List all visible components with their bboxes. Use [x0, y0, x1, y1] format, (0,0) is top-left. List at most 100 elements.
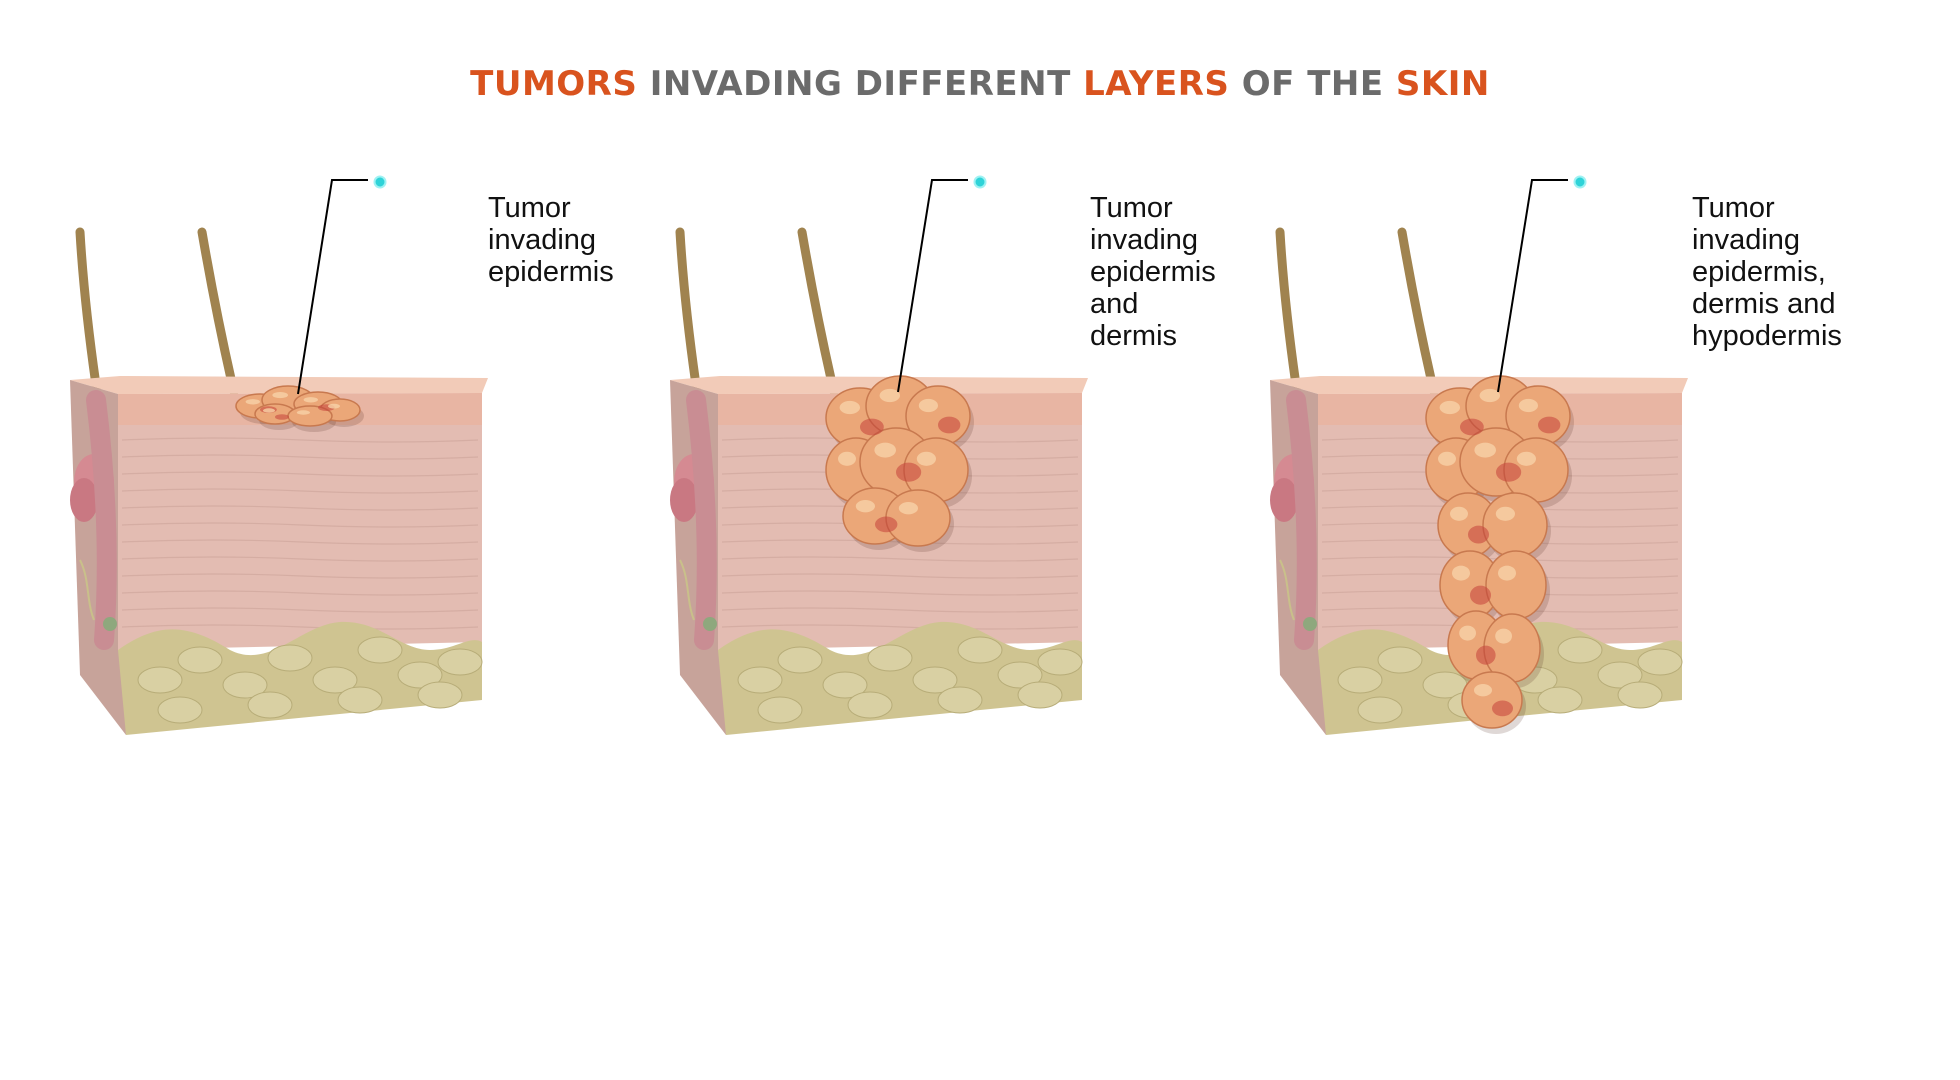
fat-cell	[1617, 681, 1663, 709]
fat-cell	[337, 686, 383, 714]
tumor-label-line: Tumor	[488, 192, 571, 224]
fat-cell	[1037, 648, 1083, 676]
sweat-gland	[703, 617, 717, 631]
title-word-of-the: OF THE	[1229, 64, 1396, 104]
dermis-texture	[121, 488, 479, 494]
tumor-highlight	[918, 398, 938, 413]
skin-panel-dermis: Tumor invading epidermis and dermis	[670, 175, 1270, 940]
tumor-label-line: Tumor	[1090, 192, 1173, 224]
tumor-highlight	[838, 451, 856, 466]
label-marker-dot	[1573, 175, 1587, 189]
tumor-vessel	[1496, 462, 1522, 482]
tumor-lobe	[1485, 550, 1547, 620]
hair-shaft	[1397, 227, 1439, 397]
hair-shaft	[197, 227, 239, 397]
sweat-gland	[1303, 617, 1317, 631]
fat-cell	[1357, 696, 1403, 724]
fat-cell	[397, 661, 443, 689]
fat-cell	[417, 681, 463, 709]
tumor-vessel	[938, 416, 961, 434]
tumor-label: Tumor invading epidermis	[488, 192, 614, 288]
tumor-vessel	[1470, 585, 1491, 605]
tumor-label-line: epidermis,	[1692, 256, 1826, 288]
dermis-texture	[121, 624, 479, 630]
title-word-layers: LAYERS	[1083, 64, 1230, 104]
tumor-highlight	[1459, 625, 1476, 641]
nerve-fiber	[1279, 559, 1295, 621]
tumor-highlight	[1450, 506, 1468, 521]
fat-cell	[757, 696, 803, 724]
tumor-highlight	[839, 400, 860, 415]
nerve-fiber	[679, 559, 695, 621]
label-marker-dot	[373, 175, 387, 189]
tumor-highlight	[916, 451, 936, 466]
skin-panel-epidermis: Tumor invading epidermis	[70, 175, 670, 940]
leader-line	[1497, 179, 1568, 393]
tumor-label-line: Tumor	[1692, 192, 1775, 224]
tumor-highlight	[1479, 388, 1500, 403]
fat-cell	[177, 646, 223, 674]
fat-cell	[1597, 661, 1643, 689]
dermis-layer	[118, 425, 482, 650]
dermis-texture	[721, 607, 1079, 613]
tumor-highlight	[879, 388, 900, 403]
tumor-label-line: dermis and	[1692, 288, 1836, 320]
dermis-texture	[121, 471, 479, 477]
skin-block-illustration	[1270, 175, 1688, 735]
tumor-mass	[825, 375, 974, 552]
dermis-texture	[121, 607, 479, 613]
tumor-lobe	[1482, 492, 1548, 558]
tumor-vessel	[875, 516, 898, 533]
fat-cell	[1637, 648, 1683, 676]
tumor-vessel	[1492, 700, 1513, 717]
fat-cell	[1537, 686, 1583, 714]
fat-cell	[1337, 666, 1383, 694]
hair-follicle	[1286, 390, 1317, 650]
label-marker-dot	[973, 175, 987, 189]
title-word-invading-different: INVADING DIFFERENT	[637, 64, 1084, 104]
fat-cell	[937, 686, 983, 714]
fat-cell	[1017, 681, 1063, 709]
skin-top-surface	[70, 376, 488, 394]
tumor-vessel	[1476, 645, 1496, 665]
dermis-texture	[121, 437, 479, 443]
leader-line	[897, 179, 968, 393]
tumor-highlight	[1498, 565, 1516, 581]
fat-cell	[312, 666, 358, 694]
tumor-vessel	[1538, 416, 1561, 434]
tumor-highlight	[1474, 442, 1496, 458]
tumor-label-line: dermis	[1090, 320, 1178, 352]
tumor-label-line: invading	[1692, 224, 1801, 256]
tumor-lobe	[885, 489, 951, 547]
tumor-vessel	[860, 418, 884, 436]
fat-cell	[1557, 636, 1603, 664]
tumor-highlight	[1516, 451, 1536, 466]
fat-cell	[357, 636, 403, 664]
dermis-texture	[121, 454, 479, 460]
tumor-highlight	[855, 500, 875, 513]
tumor-highlight	[296, 410, 310, 415]
tumor-highlight	[245, 399, 260, 405]
dermis-texture	[721, 556, 1079, 562]
fat-cell	[997, 661, 1043, 689]
dermis-texture	[721, 624, 1079, 630]
fat-cell	[957, 636, 1003, 664]
tumor-label-line: and	[1090, 288, 1139, 320]
fat-cell	[867, 644, 913, 672]
tumor-highlight	[1474, 684, 1492, 697]
tumor-label-line: hypodermis	[1692, 320, 1842, 352]
skin-block-illustration	[70, 175, 488, 735]
tumor-highlight	[303, 397, 318, 403]
hair-shaft	[797, 227, 839, 397]
dermis-texture	[721, 590, 1079, 596]
nerve-fiber	[79, 559, 95, 621]
tumor-label-line: invading	[488, 224, 597, 256]
skin-block-illustration	[670, 175, 1088, 735]
sebaceous-gland	[670, 478, 698, 522]
tumor-highlight	[1452, 565, 1470, 581]
dermis-texture	[121, 556, 479, 562]
tumor-highlight	[1495, 628, 1512, 644]
tumor-vessel	[275, 414, 289, 420]
dermis-texture	[121, 573, 479, 579]
fat-cell	[1377, 646, 1423, 674]
